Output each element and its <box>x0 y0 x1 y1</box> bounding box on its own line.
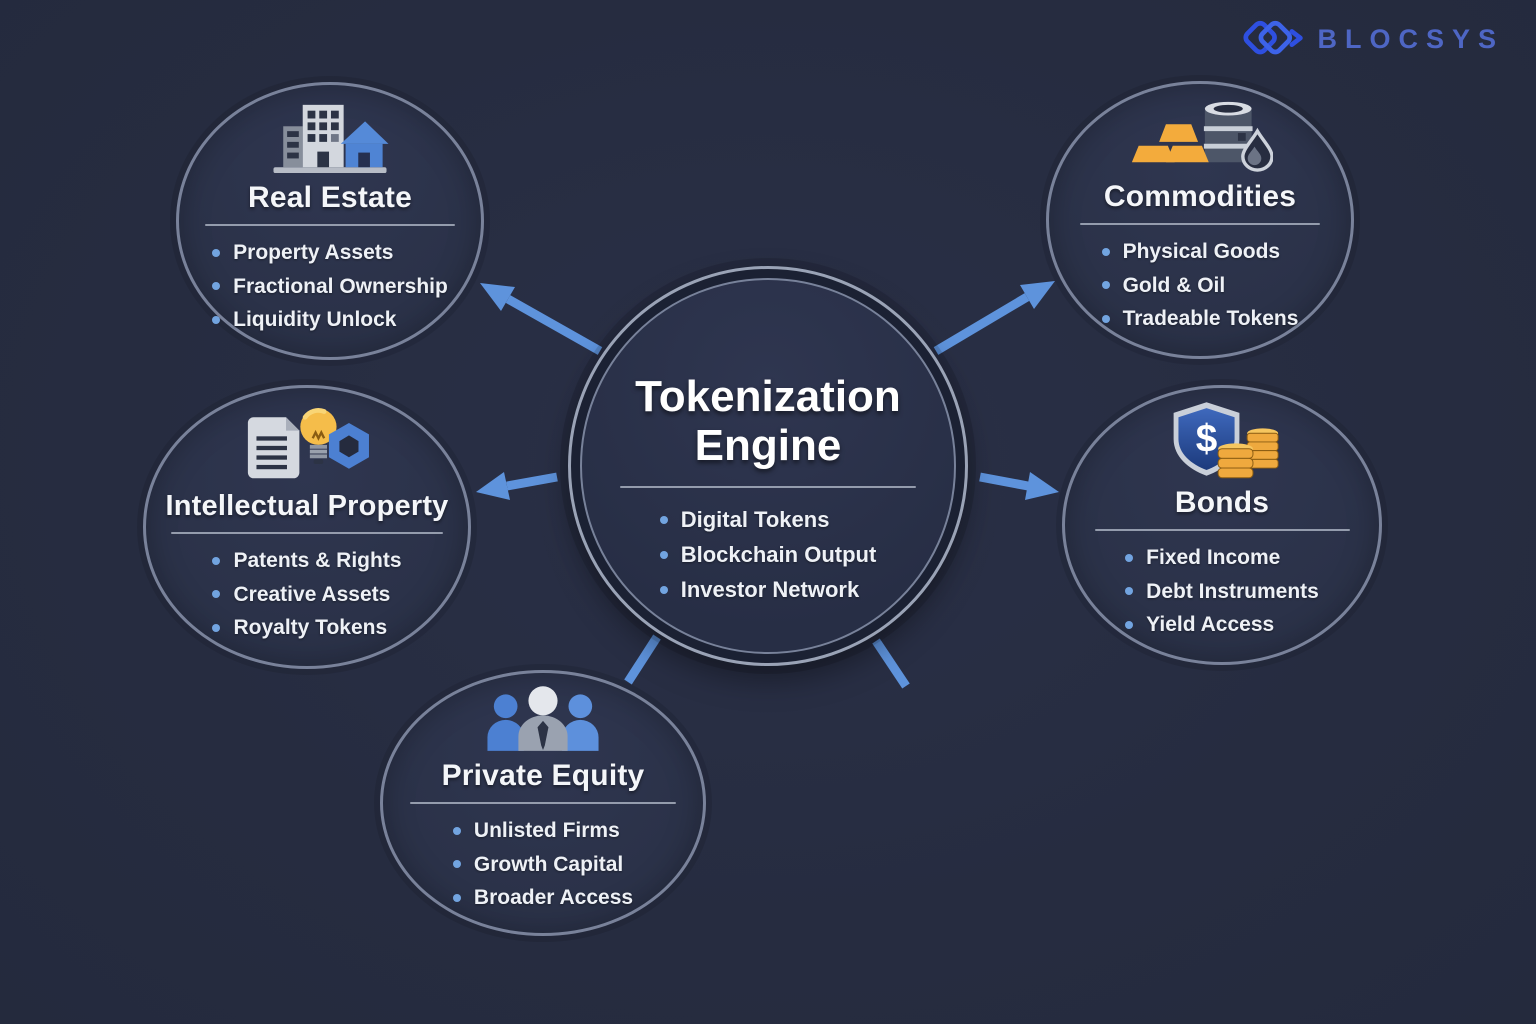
shield-dollar-coins-icon: $ <box>1173 402 1279 479</box>
bullet-text: Investor Network <box>680 577 860 602</box>
bullet-list: Property Assets Fractional Ownership Liq… <box>212 236 448 337</box>
bullet-dot <box>659 515 668 524</box>
bullet-item: Investor Network <box>659 572 877 607</box>
bullet-text: Broader Access <box>473 886 634 909</box>
tokenization-engine-inner: Tokenization Engine Digital Tokens Block… <box>580 278 956 654</box>
bullet-text: Fractional Ownership <box>233 274 448 298</box>
node-commodities: Commodities Physical Goods Gold & Oil Tr… <box>1046 81 1354 359</box>
bullet-item: Yield Access <box>1125 608 1319 642</box>
bullet-item: Debt Instruments <box>1125 575 1319 609</box>
bullet-item: Royalty Tokens <box>212 611 401 645</box>
node-title: Real Estate <box>248 181 412 214</box>
document-lightbulb-hexagon-icon <box>247 408 369 479</box>
bullet-text: Growth Capital <box>473 852 624 876</box>
bullet-item: Property Assets <box>212 236 448 270</box>
title-divider <box>1080 223 1320 225</box>
arrow-to-real-estate <box>480 283 603 355</box>
bullet-dot <box>659 550 668 559</box>
bullet-item: Liquidity Unlock <box>212 303 448 337</box>
bullet-text: Physical Goods <box>1122 240 1281 263</box>
connector-to-private-equity <box>624 634 661 685</box>
bullet-list: Digital Tokens Blockchain Output Investo… <box>659 502 877 607</box>
title-divider <box>1094 529 1350 531</box>
bullet-dot <box>452 826 461 835</box>
bullet-dot <box>1101 281 1110 290</box>
arrow-to-intellectual-property <box>476 472 558 500</box>
bullet-list: Fixed Income Debt Instruments Yield Acce… <box>1125 541 1319 642</box>
connector-bottom-right <box>872 638 910 689</box>
bullet-dot <box>212 590 221 599</box>
bullet-dot <box>1101 247 1110 256</box>
bullet-dot <box>659 585 668 594</box>
bullet-text: Liquidity Unlock <box>233 308 397 331</box>
bullet-dot <box>1125 620 1134 629</box>
bullet-text: Debt Instruments <box>1146 579 1319 603</box>
bullet-item: Digital Tokens <box>659 502 877 537</box>
bullet-dot <box>212 248 221 257</box>
title-divider <box>171 532 443 534</box>
bullet-text: Digital Tokens <box>680 507 830 532</box>
bullet-item: Blockchain Output <box>659 537 877 572</box>
node-tokenization-engine: Tokenization Engine Digital Tokens Block… <box>568 266 968 666</box>
node-title: Private Equity <box>441 759 645 792</box>
bullet-list: Unlisted Firms Growth Capital Broader Ac… <box>452 814 634 915</box>
bullet-list: Patents & Rights Creative Assets Royalty… <box>212 544 402 645</box>
bullet-item: Fractional Ownership <box>212 270 448 304</box>
node-intellectual-property: Intellectual Property Patents & Rights C… <box>143 385 471 669</box>
node-title: Intellectual Property <box>165 490 449 522</box>
bullet-item: Physical Goods <box>1101 235 1299 269</box>
bullet-dot <box>212 623 221 632</box>
bullet-dot <box>1125 553 1134 562</box>
center-title-line1: Tokenization <box>635 372 901 421</box>
bullet-dot <box>212 315 221 324</box>
title-divider <box>410 802 676 804</box>
bullet-item: Broader Access <box>452 881 634 915</box>
center-title-line2: Engine <box>694 421 842 470</box>
bullet-item: Tradeable Tokens <box>1101 302 1299 336</box>
blocsys-logo: BLOCSYS <box>1237 16 1504 62</box>
bullet-text: Unlisted Firms <box>473 819 620 842</box>
bullet-item: Gold & Oil <box>1101 269 1299 303</box>
node-title: Commodities <box>1103 180 1297 213</box>
arrow-to-bonds <box>979 472 1059 500</box>
people-group-icon <box>487 686 599 751</box>
node-real-estate: Real Estate Property Assets Fractional O… <box>176 82 484 360</box>
bullet-dot <box>212 556 221 565</box>
gold-bars-oil-barrel-droplet-icon <box>1131 101 1273 172</box>
bullet-item: Unlisted Firms <box>452 814 633 848</box>
node-bonds: $ Bonds Fixed Income Debt Instruments Yi… <box>1062 385 1382 665</box>
blocsys-diamonds-icon <box>1243 20 1304 55</box>
center-title: Tokenization Engine <box>635 372 901 470</box>
bullet-list: Physical Goods Gold & Oil Tradeable Toke… <box>1101 235 1299 336</box>
bullet-item: Growth Capital <box>452 848 633 882</box>
bullet-item: Creative Assets <box>212 578 401 612</box>
bullet-dot <box>212 282 221 291</box>
bullet-text: Creative Assets <box>233 582 391 606</box>
bullet-dot <box>1101 314 1110 323</box>
bullet-text: Fixed Income <box>1146 546 1281 569</box>
bullet-text: Patents & Rights <box>233 549 402 572</box>
svg-text:$: $ <box>1196 418 1218 461</box>
node-private-equity: Private Equity Unlisted Firms Growth Cap… <box>380 670 706 936</box>
logo-text: BLOCSYS <box>1317 23 1504 54</box>
bullet-text: Royalty Tokens <box>233 616 388 639</box>
title-divider <box>205 224 455 226</box>
building-house-icon <box>273 104 389 174</box>
bullet-item: Patents & Rights <box>212 544 402 578</box>
bullet-text: Gold & Oil <box>1122 273 1226 297</box>
bullet-text: Property Assets <box>233 241 394 264</box>
title-divider <box>620 486 916 488</box>
bullet-dot <box>452 860 461 869</box>
bullet-text: Blockchain Output <box>680 542 877 567</box>
bullet-text: Tradeable Tokens <box>1122 307 1299 330</box>
bullet-dot <box>452 893 461 902</box>
bullet-text: Yield Access <box>1146 613 1275 636</box>
bullet-dot <box>1125 587 1134 596</box>
node-title: Bonds <box>1174 486 1270 519</box>
arrow-to-commodities <box>933 281 1055 355</box>
bullet-item: Fixed Income <box>1125 541 1319 575</box>
